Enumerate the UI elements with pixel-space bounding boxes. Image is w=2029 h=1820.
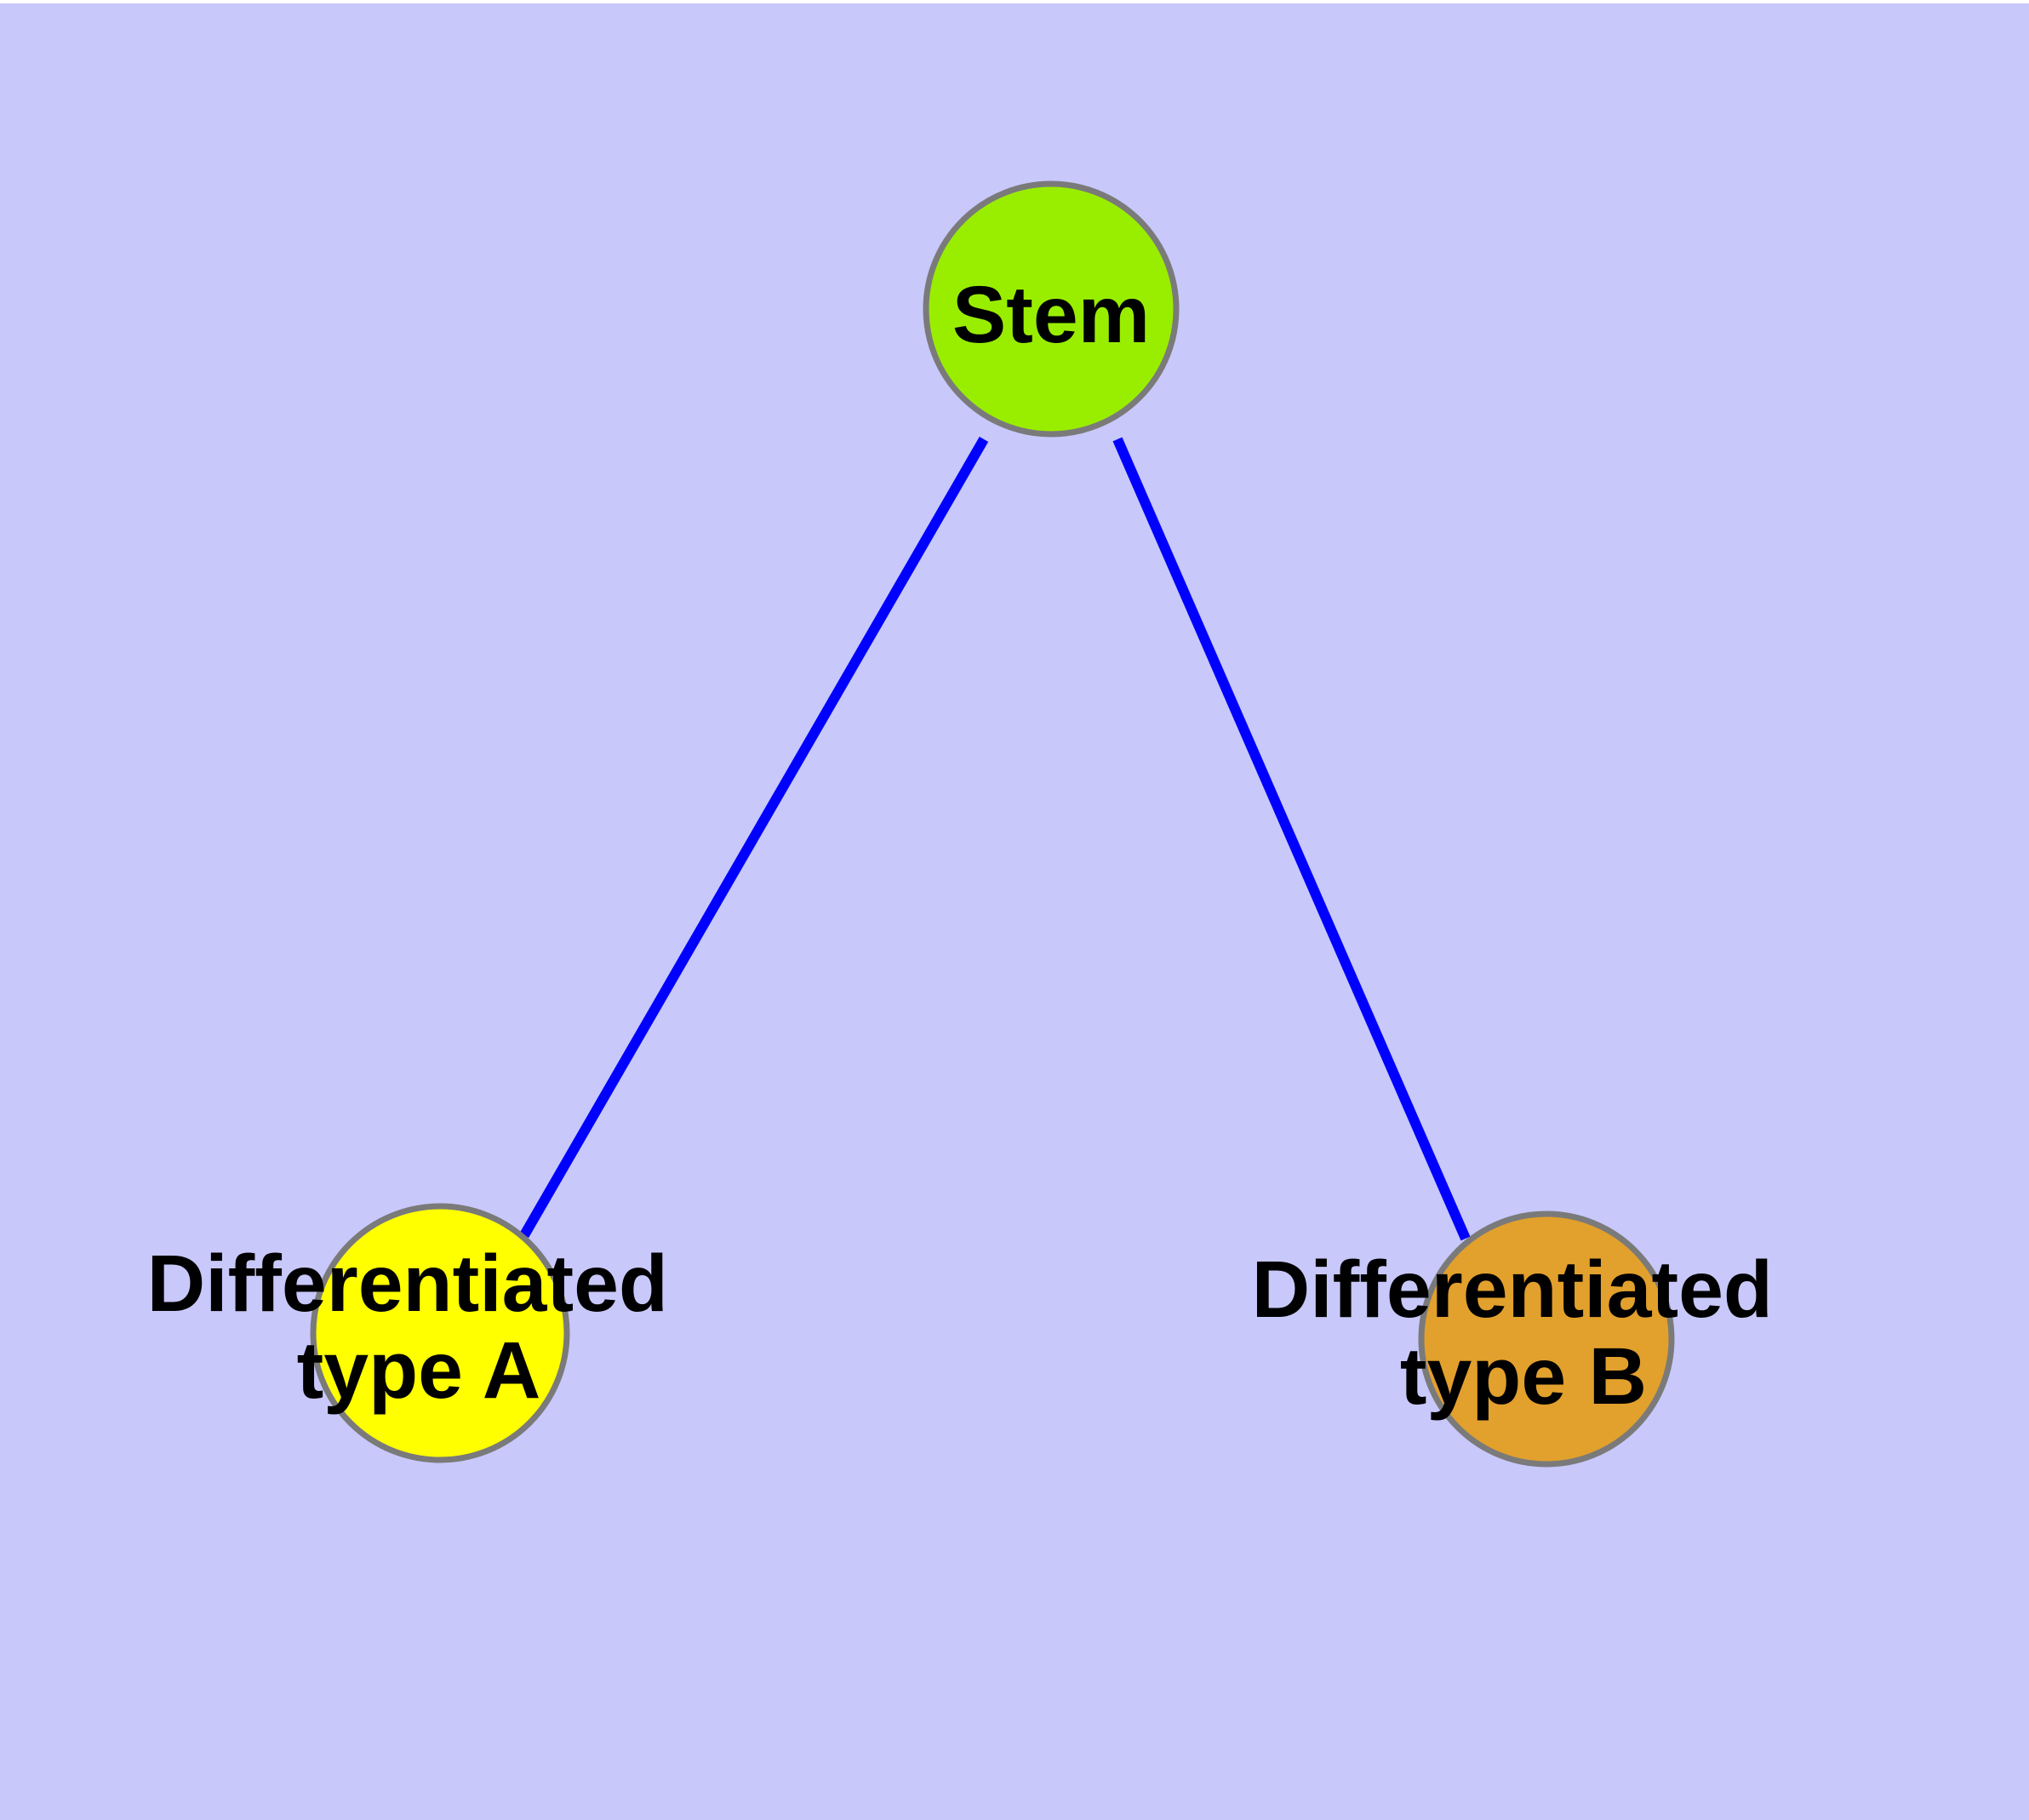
node-differentiated-type-b-label-line-2: type B [1400, 1331, 1647, 1422]
edge-stem-to-diff-a[interactable] [519, 436, 989, 1239]
node-stem-circle[interactable] [923, 180, 1180, 438]
node-differentiated-type-b-label-line-1: Differentiated [1252, 1245, 1773, 1335]
node-differentiated-type-a-label: Differentiated type A [147, 1239, 691, 1416]
edge-stem-to-diff-b[interactable] [1112, 437, 1471, 1241]
node-differentiated-type-a-label-line-1: Differentiated [147, 1239, 668, 1329]
node-differentiated-type-a-circle[interactable] [310, 1203, 570, 1463]
node-stem-label: Stem [952, 270, 1150, 360]
node-differentiated-type-b[interactable]: Differentiated type B [1252, 1210, 1796, 1468]
edges-group [519, 436, 1471, 1241]
node-stem[interactable]: Stem [923, 180, 1180, 438]
node-differentiated-type-a-label-line-2: type A [297, 1325, 541, 1416]
node-differentiated-type-b-label: Differentiated type B [1252, 1245, 1796, 1422]
node-differentiated-type-a[interactable]: Differentiated type A [147, 1203, 691, 1463]
node-differentiated-type-b-circle[interactable] [1418, 1210, 1675, 1468]
nodes-group: Stem Differentiated type A Differentiate… [147, 180, 1796, 1468]
node-stem-label-line-1: Stem [952, 270, 1150, 360]
